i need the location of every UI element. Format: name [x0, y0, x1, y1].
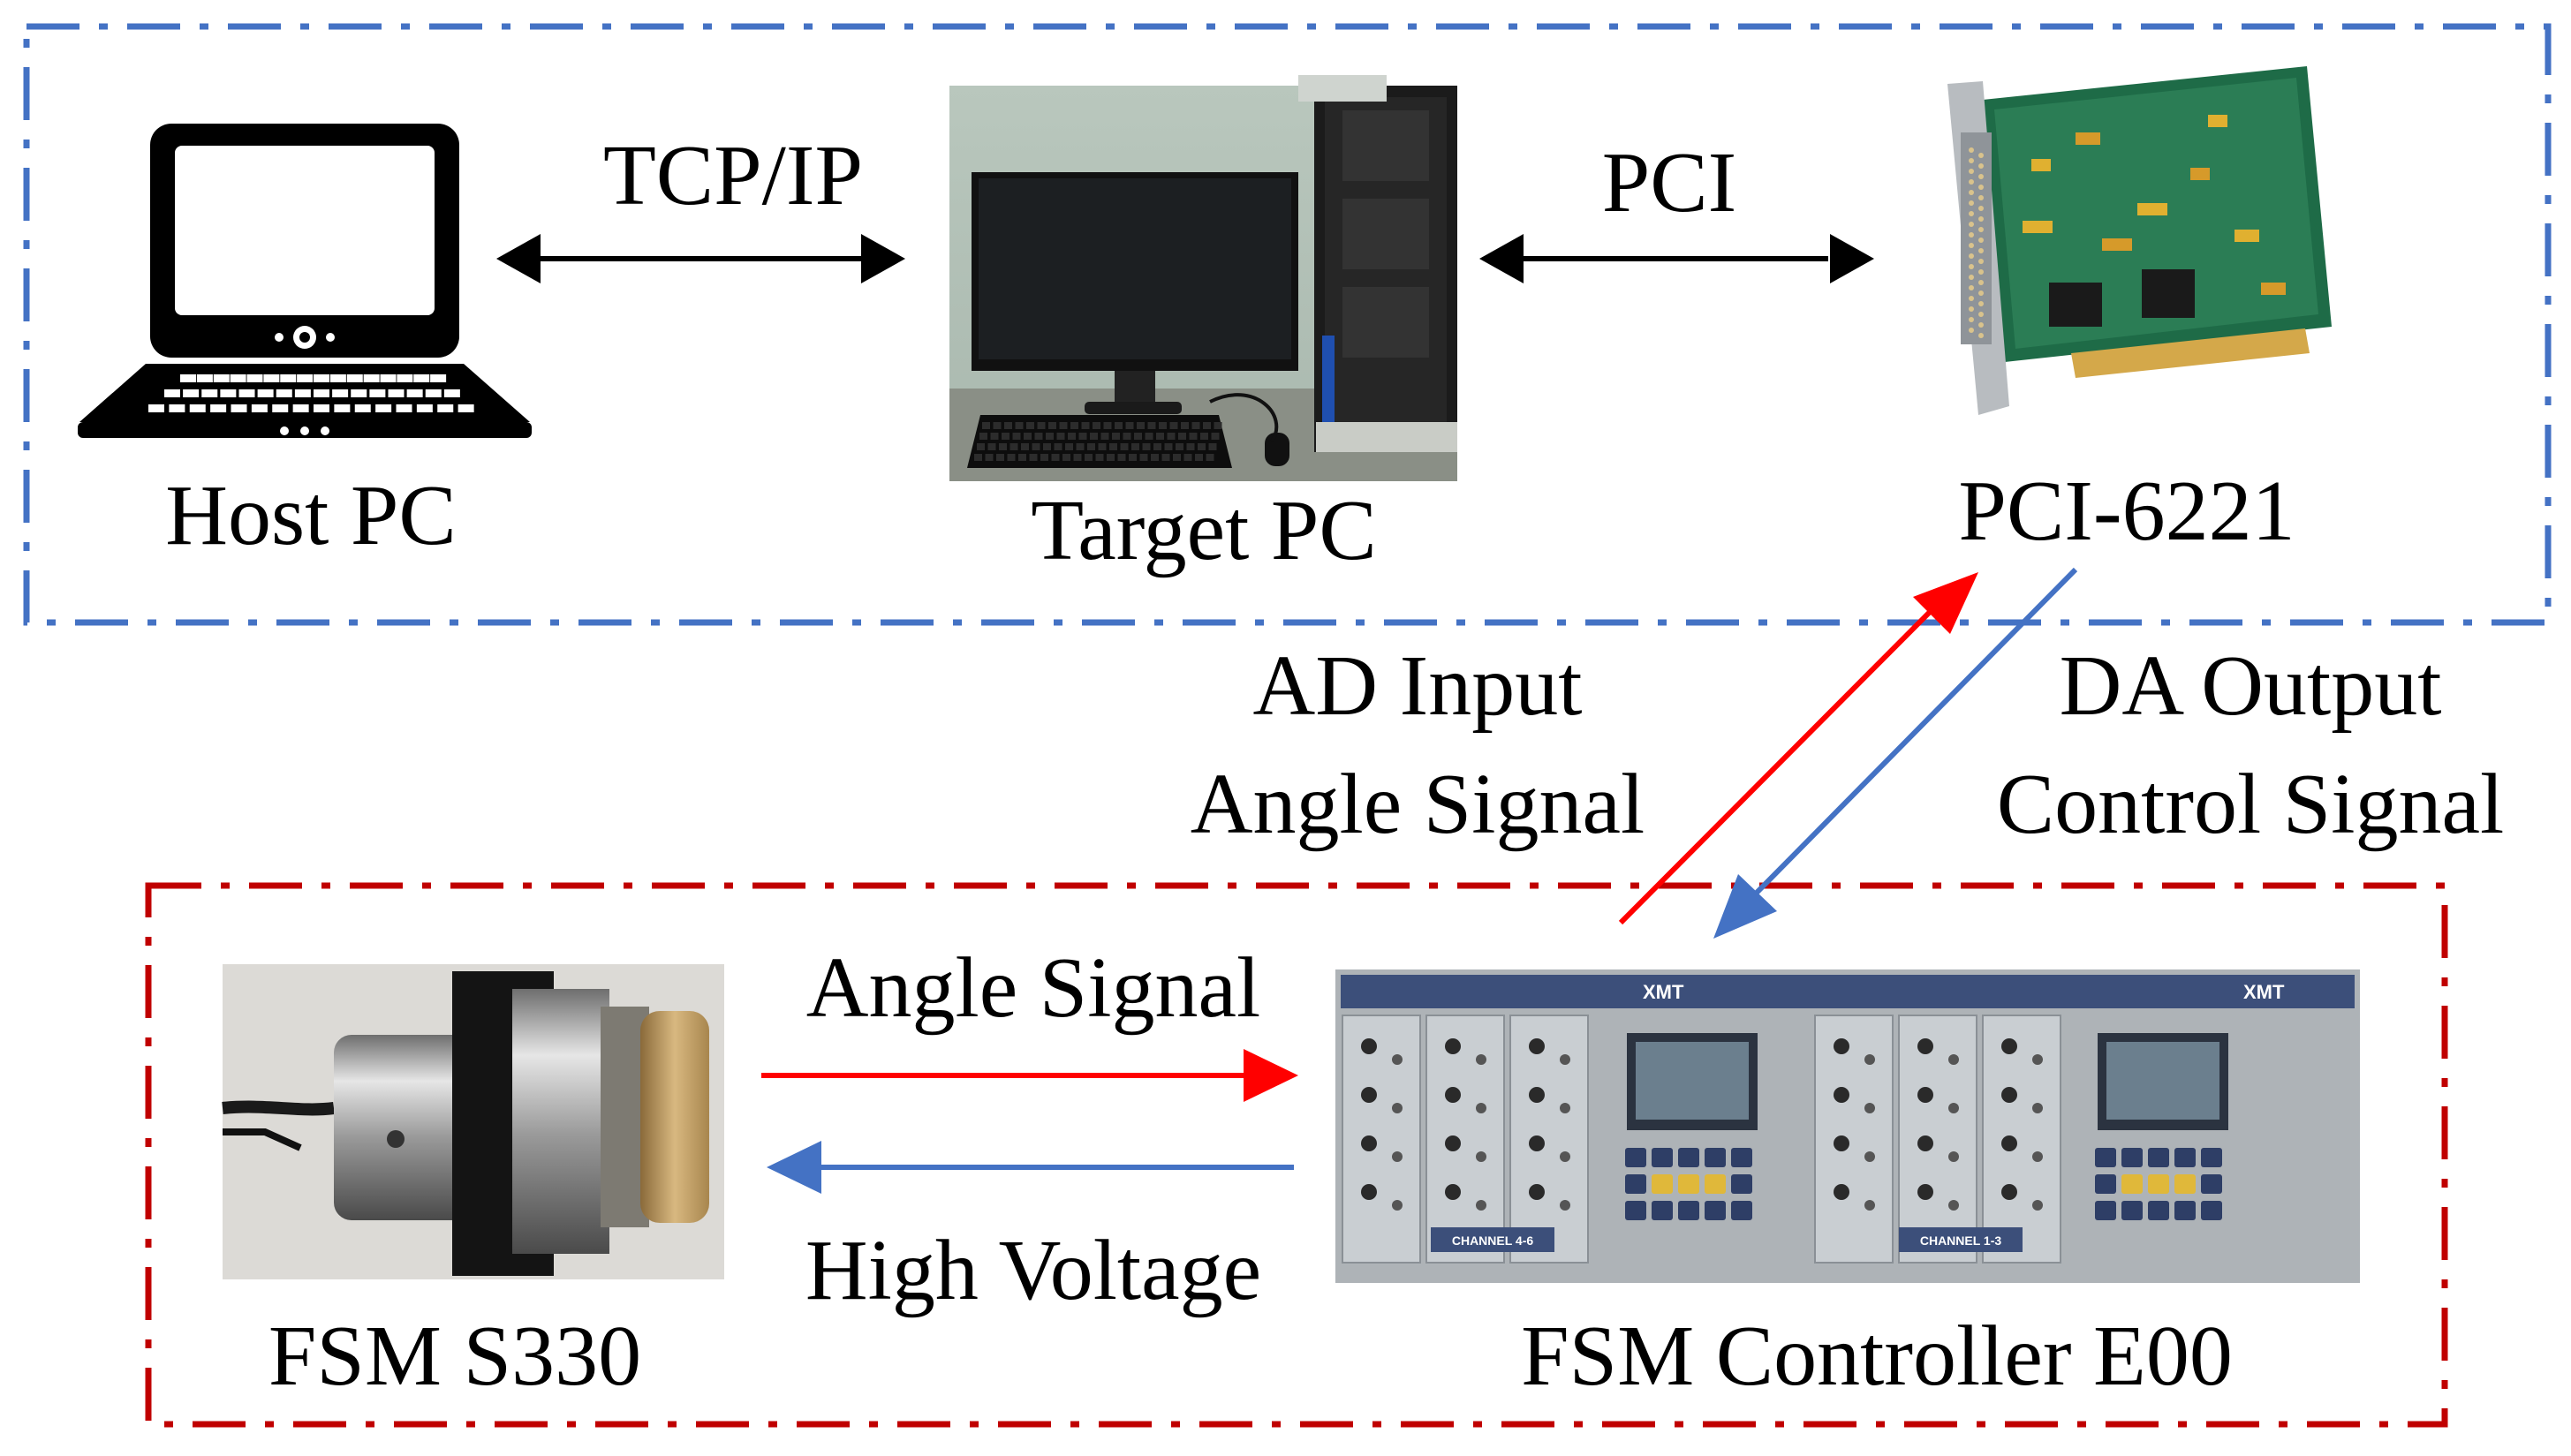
controller-channel-1: CHANNEL 4-6 — [1452, 1233, 1534, 1248]
controller-brand-2: XMT — [2243, 981, 2285, 1003]
desktop-pc-photo — [949, 75, 1457, 481]
host-pc-label: Host PC — [165, 468, 457, 563]
high-voltage-arrow — [767, 1141, 1294, 1194]
tcpip-label: TCP/IP — [602, 128, 864, 223]
da-output-label: DA Output — [2059, 638, 2442, 734]
controller-channel-2: CHANNEL 1-3 — [1920, 1233, 2002, 1248]
angle-signal-ad-label: Angle Signal — [1190, 757, 1645, 852]
bottom-group-frame — [145, 882, 2448, 1428]
controller-brand-1: XMT — [1643, 981, 1684, 1003]
top-group-frame — [23, 23, 2552, 626]
angle-signal-link-label: Angle Signal — [805, 940, 1261, 1036]
angle-signal-arrow — [761, 1049, 1298, 1102]
high-voltage-label: High Voltage — [805, 1223, 1262, 1318]
fast-steering-mirror-photo — [222, 964, 724, 1279]
fsm-s330-label: FSM S330 — [268, 1309, 642, 1404]
pci-6221-label: PCI-6221 — [1958, 464, 2295, 559]
fsm-controller-label: FSM Controller E00 — [1521, 1309, 2233, 1404]
controller-rack-photo: XMT XMT CHANNEL 4-6 CHANNEL 1-3 — [1335, 969, 2360, 1283]
ad-input-label: AD Input — [1252, 638, 1583, 734]
pci-card-photo — [1947, 66, 2332, 415]
control-signal-label: Control Signal — [1996, 757, 2505, 852]
da-output-arrow — [1713, 567, 2078, 939]
target-pc-label: Target PC — [1031, 483, 1377, 578]
laptop-icon — [78, 124, 532, 438]
pci-arrow — [1479, 234, 1874, 283]
pci-link-label: PCI — [1601, 135, 1737, 230]
ad-input-arrow — [1618, 572, 1978, 925]
tcpip-arrow — [496, 234, 905, 283]
